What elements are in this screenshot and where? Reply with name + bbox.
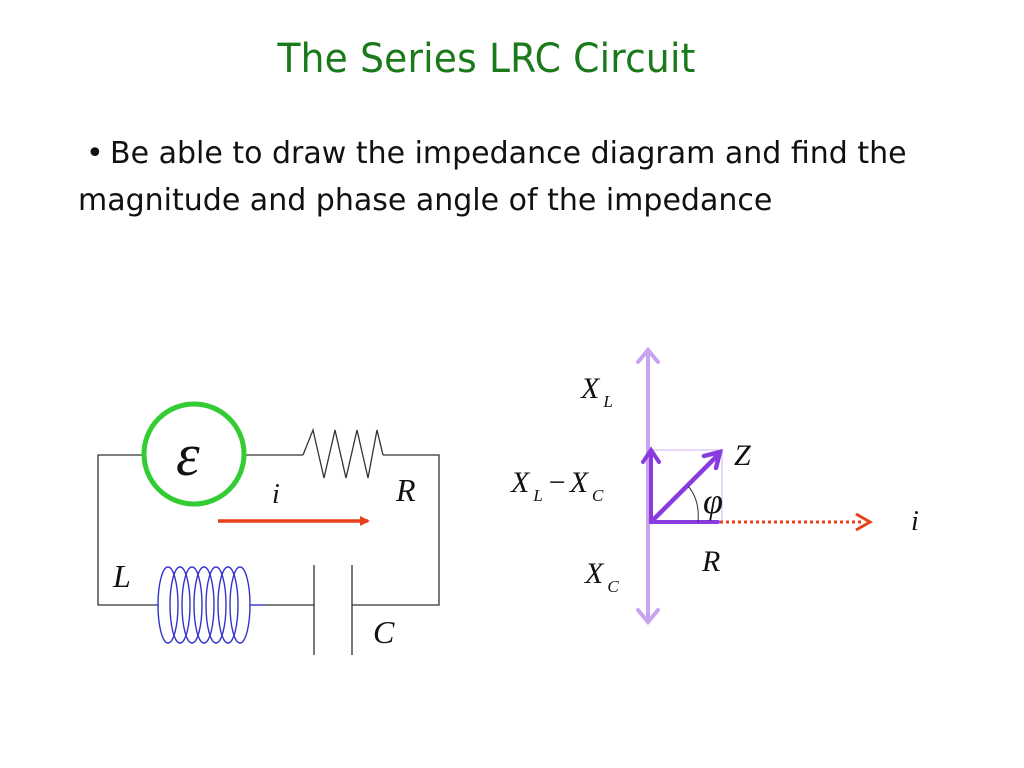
phase-angle-arc <box>687 485 699 523</box>
lrc-circuit: ε i R L C <box>97 401 440 655</box>
impedance-label: Z <box>734 439 751 472</box>
net-sub1: L <box>532 486 542 505</box>
emf-symbol: ε <box>176 422 200 488</box>
xc-subscript: C <box>607 577 619 596</box>
net-x2: X <box>569 466 590 499</box>
resistor-zigzag <box>302 427 384 479</box>
wire-right <box>352 454 440 606</box>
xl-main: X <box>580 372 601 405</box>
net-minus: − <box>549 466 566 499</box>
net-reactance-arrow <box>641 446 661 524</box>
net-sub2: C <box>592 486 604 505</box>
capacitor-label: C <box>373 614 395 650</box>
xl-subscript: L <box>602 392 612 411</box>
slide-title: The Series LRC Circuit <box>277 36 696 82</box>
resistance-label: R <box>701 545 720 578</box>
wire-left <box>97 454 155 606</box>
bullet-item: •Be able to draw the impedance diagram a… <box>78 130 918 224</box>
current-phasor <box>720 512 874 532</box>
circuit-wires <box>97 454 440 606</box>
resistor-label: R <box>395 472 416 508</box>
current-phasor-label: i <box>911 506 919 537</box>
impedance-vector <box>648 448 724 525</box>
current-label: i <box>272 479 280 510</box>
reactance-axis <box>636 346 660 626</box>
capacitor <box>313 565 353 655</box>
inductor-label: L <box>112 558 131 594</box>
emf-source <box>141 401 247 507</box>
xc-main: X <box>584 557 605 590</box>
inductor-coil <box>155 566 265 644</box>
bullet-marker: • <box>86 136 104 171</box>
projection-lines <box>648 449 723 522</box>
bullet-text: Be able to draw the impedance diagram an… <box>78 136 907 218</box>
net-x1: X <box>510 466 531 499</box>
phase-angle-label: φ <box>703 481 723 521</box>
